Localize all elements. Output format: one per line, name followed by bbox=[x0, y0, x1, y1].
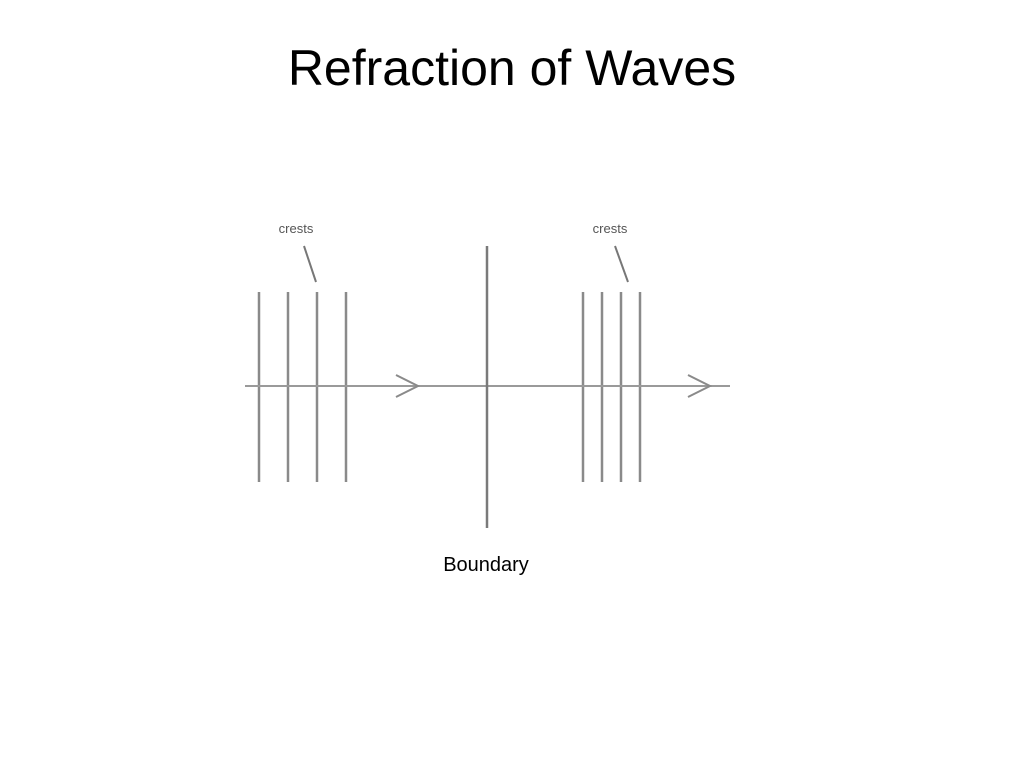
right-crests-label: crests bbox=[593, 221, 628, 236]
boundary-label: Boundary bbox=[443, 554, 529, 576]
left-crests-pointer bbox=[303, 245, 317, 283]
left-crests-label: crests bbox=[279, 221, 314, 236]
right-arrowhead-icon bbox=[687, 374, 713, 398]
left-arrowhead-icon bbox=[395, 374, 421, 398]
slide-title: Refraction of Waves bbox=[287, 40, 737, 96]
right-crests-pointer bbox=[614, 245, 629, 283]
